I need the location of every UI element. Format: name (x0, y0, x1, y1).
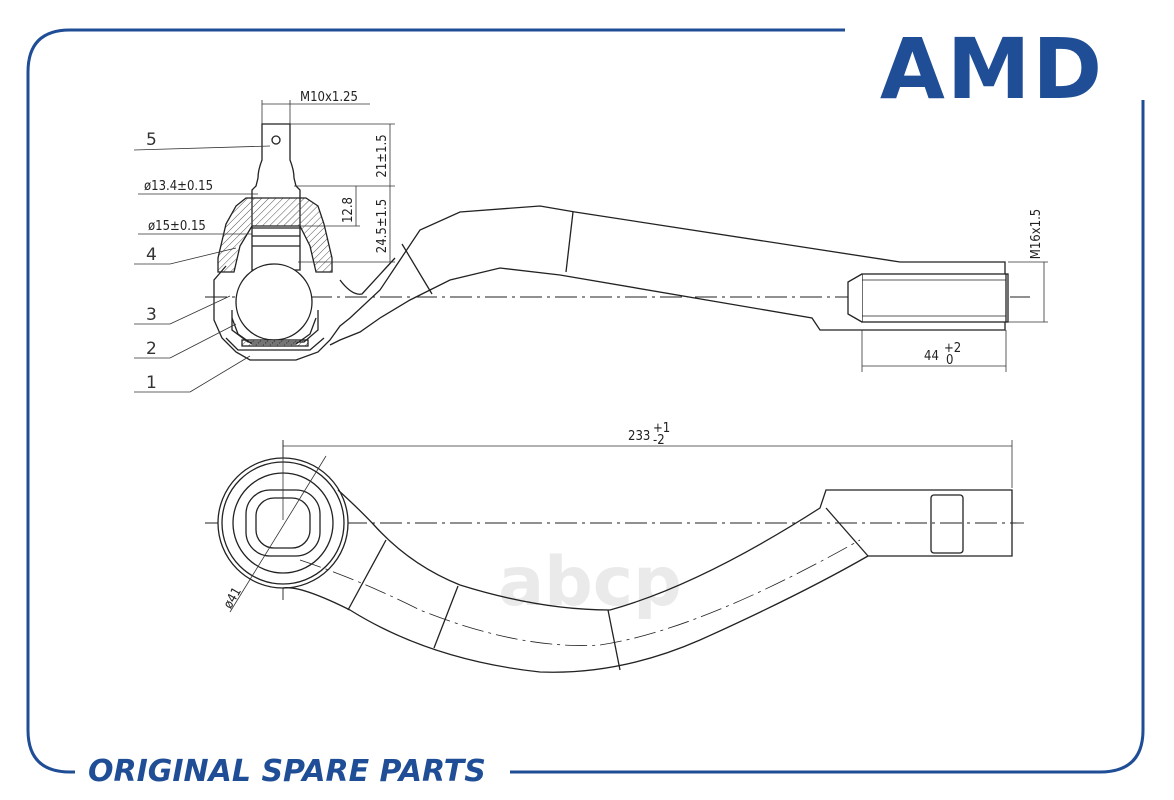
plan-view (205, 440, 1024, 673)
dim-len-233: 233 (628, 429, 650, 444)
page-frame (26, 28, 1145, 774)
part-label-4: 4 (146, 245, 157, 265)
part-label-2: 2 (146, 339, 157, 359)
side-view (205, 123, 1030, 361)
dim-thread-end: M16x1.5 (1029, 209, 1044, 259)
side-view-dimension-text: M10x1.25 21±1.5 ø13.4±0.15 12.8 ø15±0.15… (144, 90, 1044, 368)
dim-dia-41: ø41 (221, 585, 245, 612)
plan-view-dimension-text: 233 +1 -2 ø41 (221, 421, 670, 612)
part-label-3: 3 (146, 305, 157, 325)
tagline: ORIGINAL SPARE PARTS (88, 754, 486, 789)
dim-len-44: 44 (924, 349, 939, 364)
dim-len-12: 12.8 (341, 197, 356, 223)
dim-len-24: 24.5±1.5 (375, 199, 390, 253)
logo-text: AMD (880, 20, 1104, 118)
dim-len-44-upper: +2 (944, 341, 961, 356)
watermark: abcp (498, 543, 682, 622)
plan-view-dimensions (229, 440, 1013, 613)
dim-len-21: 21±1.5 (375, 134, 390, 177)
dim-dia-13: ø13.4±0.15 (144, 179, 213, 194)
dim-len-233-upper: +1 (653, 421, 670, 436)
part-label-1: 1 (146, 373, 157, 393)
brand-logo: AMD (880, 20, 1104, 118)
dim-thread-pin: M10x1.25 (300, 90, 358, 105)
side-view-dimensions (133, 100, 1048, 393)
dim-len-233-lower: -2 (653, 433, 665, 448)
dim-len-44-lower: 0 (946, 353, 953, 368)
part-label-5: 5 (146, 130, 157, 150)
dim-dia-15: ø15±0.15 (148, 219, 206, 234)
part-labels: 5 4 3 2 1 (146, 130, 157, 393)
